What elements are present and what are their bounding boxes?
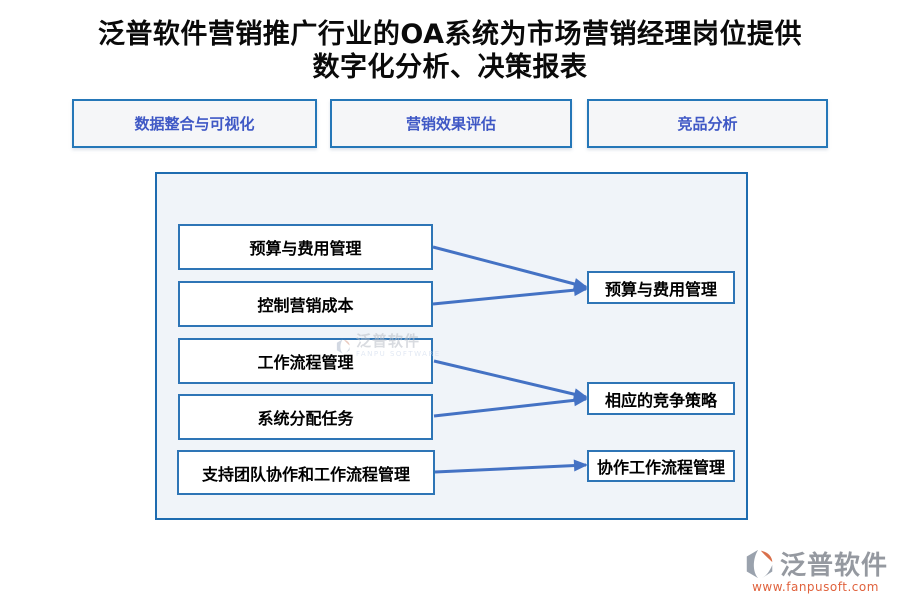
tab-label: 营销效果评估 [405, 115, 496, 133]
connector-arrow [434, 459, 588, 474]
page-title-line2: 数字化分析、决策报表 [312, 52, 588, 83]
connector-arrow [433, 359, 588, 401]
node-label: 工作流程管理 [257, 353, 354, 372]
diagram-node-right-competitive-strategy: 相应的竞争策略 [587, 382, 735, 415]
diagram-node-left-control-cost: 控制营销成本 [178, 281, 433, 327]
node-label: 预算与费用管理 [249, 239, 362, 258]
tab-competitor-analysis[interactable]: 竞品分析 [587, 99, 828, 148]
diagram-panel: 预算与费用管理 控制营销成本 工作流程管理 系统分配任务 支持团队协作和工作流程… [155, 172, 748, 520]
tab-label: 竞品分析 [677, 115, 738, 133]
node-label: 协作工作流程管理 [596, 458, 725, 477]
diagram-node-left-team-collab: 支持团队协作和工作流程管理 [177, 450, 435, 495]
footer-brand-text: 泛普软件 [779, 551, 888, 581]
node-label: 控制营销成本 [257, 296, 354, 315]
footer-logo: 泛普软件 www.fanpusoft.com [743, 545, 888, 594]
tab-label: 数据整合与可视化 [134, 115, 255, 133]
diagram-node-left-task-assign: 系统分配任务 [178, 394, 433, 440]
tab-data-integration[interactable]: 数据整合与可视化 [72, 99, 317, 148]
node-label: 预算与费用管理 [604, 279, 717, 299]
connector-arrow [432, 284, 588, 306]
page-title-line1: 泛普软件营销推广行业的OA系统为市场营销经理岗位提供 [97, 19, 803, 50]
tab-marketing-evaluation[interactable]: 营销效果评估 [330, 99, 572, 148]
diagram-node-left-budget-expense: 预算与费用管理 [178, 224, 433, 270]
node-label: 系统分配任务 [257, 409, 354, 428]
connector-arrow [433, 394, 588, 418]
diagram-node-left-workflow: 工作流程管理 [178, 338, 433, 384]
diagram-node-right-collab-workflow: 协作工作流程管理 [587, 450, 735, 482]
node-label: 相应的竞争策略 [604, 390, 717, 410]
page-title: 泛普软件营销推广行业的OA系统为市场营销经理岗位提供 数字化分析、决策报表 [0, 18, 900, 84]
footer-url-link[interactable]: www.fanpusoft.com [752, 580, 879, 594]
diagram-node-right-budget-expense: 预算与费用管理 [587, 271, 735, 304]
connector-arrow [432, 245, 588, 290]
fanpu-logo-icon [746, 549, 773, 578]
node-label: 支持团队协作和工作流程管理 [201, 464, 410, 484]
